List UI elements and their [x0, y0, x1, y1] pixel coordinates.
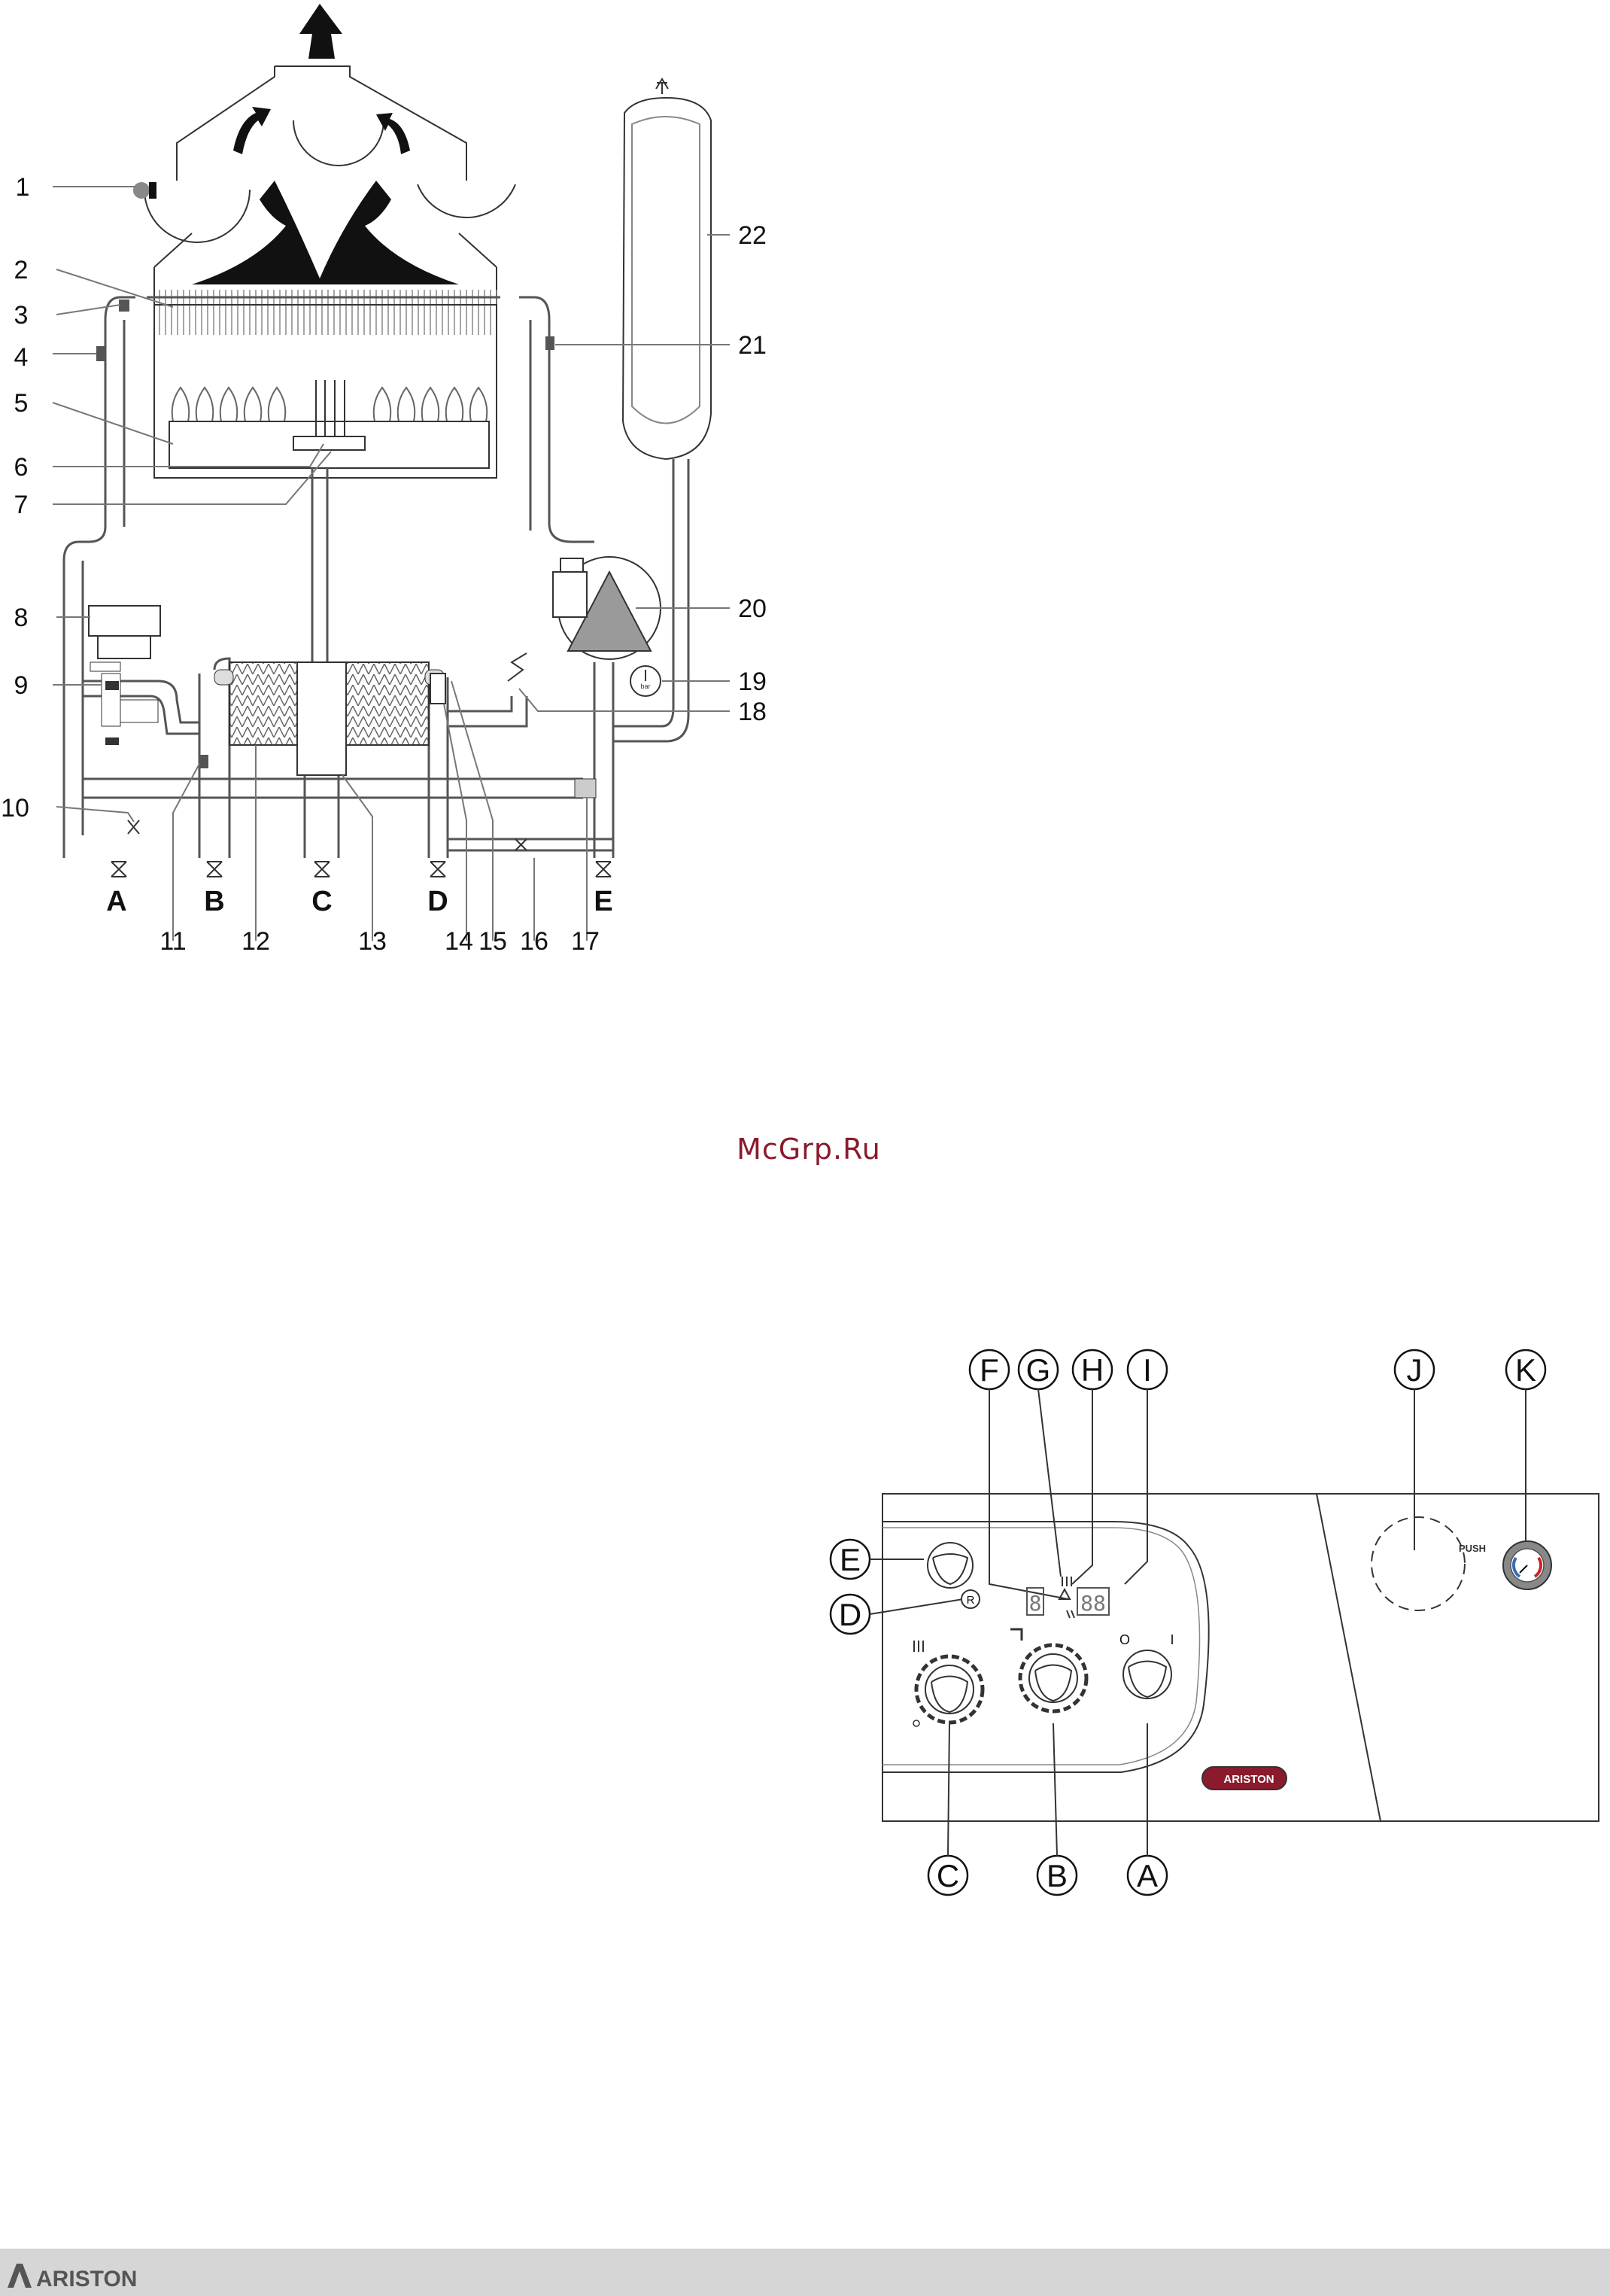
- component-number-9: 9: [14, 671, 29, 700]
- component-number-11: 11: [159, 927, 186, 956]
- component-number-21: 21: [738, 331, 767, 360]
- sensor-11: [199, 755, 208, 768]
- main-switch-knob[interactable]: O I: [1119, 1632, 1174, 1698]
- connection-letter-b: B: [204, 886, 224, 917]
- callout-a: A: [1128, 1856, 1167, 1895]
- safety-valve: [508, 653, 527, 681]
- svg-text:C: C: [937, 1858, 959, 1893]
- exhaust-arrow-icon: [299, 4, 342, 59]
- connection-letter-d: D: [427, 886, 448, 917]
- flow-switch: [430, 674, 445, 704]
- display-left: 8: [1029, 1591, 1042, 1616]
- reset-button[interactable]: R: [961, 1590, 980, 1608]
- flame-plume-icon: [192, 181, 459, 284]
- panel-leader-lines: [870, 1389, 1526, 1856]
- component-number-13: 13: [358, 927, 387, 956]
- svg-text:A: A: [1137, 1858, 1158, 1893]
- component-number-18: 18: [738, 698, 767, 726]
- radiator-icon: [914, 1641, 923, 1652]
- callout-h: H: [1073, 1350, 1112, 1389]
- pressure-gauge: bar: [630, 666, 661, 696]
- expansion-vessel: [623, 79, 711, 459]
- connection-letter-c: C: [311, 886, 332, 917]
- temperature-gauge: [1503, 1541, 1551, 1589]
- component-number-10: 10: [1, 794, 29, 823]
- filter: [575, 779, 596, 798]
- component-number-22: 22: [738, 221, 767, 250]
- component-number-8: 8: [14, 604, 29, 632]
- svg-text:F: F: [980, 1352, 999, 1388]
- dhw-indicator-icon: [1067, 1610, 1074, 1618]
- connection-taps: [111, 820, 611, 877]
- component-number-14: 14: [445, 927, 473, 956]
- svg-text:D: D: [839, 1597, 861, 1632]
- connection-letter-e: E: [594, 886, 612, 917]
- tap-icon: [1010, 1629, 1022, 1641]
- push-label: PUSH: [1459, 1543, 1486, 1554]
- connection-letter-a: A: [106, 886, 126, 917]
- reset-symbol: R: [967, 1594, 975, 1607]
- digital-display: 8 88: [1027, 1577, 1109, 1618]
- callout-d: D: [831, 1595, 870, 1634]
- switch-on-label: I: [1170, 1632, 1174, 1647]
- component-number-17: 17: [571, 927, 600, 956]
- callout-c: C: [928, 1856, 968, 1895]
- pressure-switch: [89, 606, 160, 658]
- component-number-5: 5: [14, 389, 29, 418]
- component-number-2: 2: [14, 256, 29, 284]
- gauge-unit: bar: [640, 683, 650, 690]
- component-number-4: 4: [14, 343, 29, 372]
- svg-text:J: J: [1407, 1352, 1423, 1388]
- dhw-temperature-knob[interactable]: [1010, 1629, 1086, 1711]
- burner-flames: [172, 388, 488, 421]
- svg-text:B: B: [1046, 1858, 1068, 1893]
- overheat-thermostat: [119, 300, 129, 312]
- callout-g: G: [1019, 1350, 1058, 1389]
- component-number-3: 3: [14, 301, 29, 330]
- sensor-4: [96, 346, 105, 361]
- control-panel-diagram: F G H I J K C B: [831, 1350, 1599, 1895]
- ariston-badge: ARISTON: [1202, 1767, 1286, 1790]
- fume-thermostat: [133, 182, 150, 199]
- callout-k: K: [1506, 1350, 1545, 1389]
- callout-f: F: [970, 1350, 1009, 1389]
- flue-hood: [144, 4, 515, 305]
- diverter-valve: [90, 662, 158, 745]
- component-number-20: 20: [738, 595, 767, 623]
- component-number-19: 19: [738, 668, 767, 696]
- callout-e: E: [831, 1540, 870, 1579]
- sensor-21: [545, 336, 554, 350]
- heating-temperature-knob[interactable]: [913, 1641, 983, 1726]
- callout-j: J: [1395, 1350, 1434, 1389]
- component-number-7: 7: [14, 491, 29, 519]
- watermark: McGrp.Ru: [737, 1133, 881, 1166]
- flow-arrow-left-icon: [233, 107, 271, 154]
- boiler-schematic: bar: [1, 4, 767, 956]
- heating-indicator-icon: [1062, 1577, 1071, 1586]
- switch-off-label: O: [1119, 1632, 1130, 1647]
- svg-text:G: G: [1026, 1352, 1051, 1388]
- svg-text:H: H: [1081, 1352, 1104, 1388]
- svg-text:E: E: [840, 1542, 861, 1577]
- gas-manifold: [293, 436, 365, 450]
- component-number-6: 6: [14, 453, 29, 482]
- component-number-15: 15: [478, 927, 507, 956]
- component-number-16: 16: [520, 927, 548, 956]
- ignition-electrodes: [316, 380, 345, 440]
- component-number-12: 12: [242, 927, 270, 956]
- push-cover[interactable]: PUSH: [1372, 1517, 1486, 1610]
- svg-text:ARISTON: ARISTON: [1223, 1773, 1274, 1786]
- pressure-gauge-dial: [928, 1543, 973, 1588]
- component-number-1: 1: [16, 173, 30, 202]
- display-right: 88: [1080, 1591, 1106, 1616]
- svg-text:I: I: [1143, 1352, 1152, 1388]
- secondary-heat-exchanger: [214, 662, 444, 775]
- footer-brand: ARISTON: [36, 2267, 137, 2291]
- callout-b: B: [1037, 1856, 1077, 1895]
- svg-text:K: K: [1515, 1352, 1536, 1388]
- footer-bar: ARISTON: [0, 2249, 1610, 2296]
- callout-i: I: [1128, 1350, 1167, 1389]
